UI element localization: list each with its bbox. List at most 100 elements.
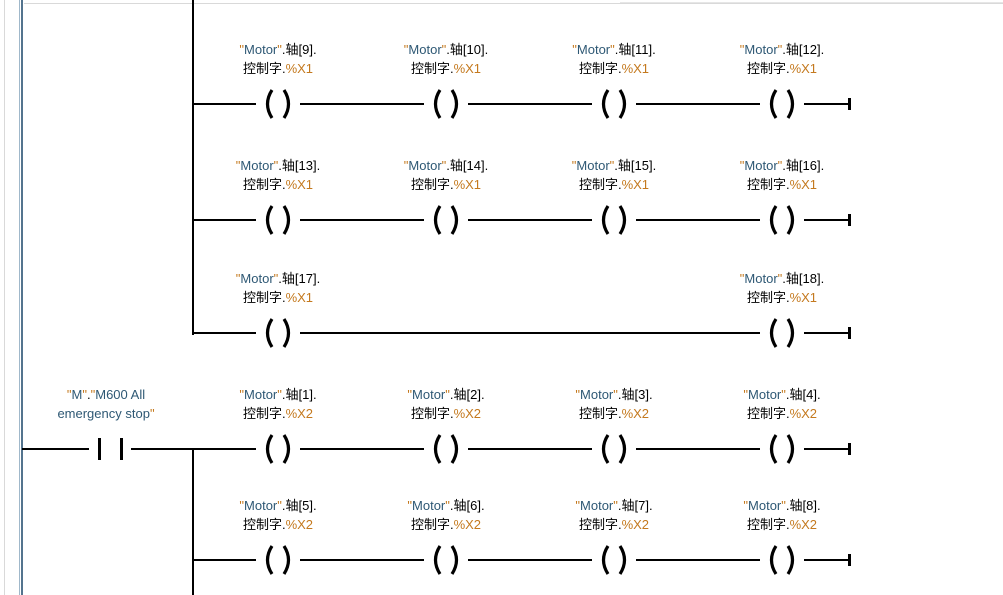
- operand-part: M600 All: [95, 387, 146, 402]
- coil-icon[interactable]: [760, 88, 804, 120]
- operand-label[interactable]: "Motor".轴[5].控制字.%X2: [190, 496, 366, 534]
- coil-icon[interactable]: [256, 317, 300, 349]
- operand-part: 控制字.: [242, 517, 286, 532]
- operand-part: %X2: [621, 517, 650, 532]
- operand-line: "Motor".轴[9].: [190, 40, 366, 59]
- operand-line: "Motor".轴[8].: [694, 496, 870, 515]
- operand-label[interactable]: "Motor".轴[11].控制字.%X1: [526, 40, 702, 78]
- operand-label[interactable]: "Motor".轴[17].控制字.%X1: [190, 269, 366, 307]
- operand-label[interactable]: "Motor".轴[13].控制字.%X1: [190, 156, 366, 194]
- operand-label[interactable]: "Motor".轴[18].控制字.%X1: [694, 269, 870, 307]
- operand-part: %X1: [621, 177, 650, 192]
- operand-part: ": [277, 498, 282, 513]
- operand-part: 控制字.: [746, 517, 790, 532]
- operand-part: ": [575, 387, 581, 402]
- rung-wire[interactable]: [193, 559, 851, 561]
- operand-label[interactable]: "Motor".轴[10].控制字.%X1: [358, 40, 534, 78]
- coil-parentheses: [433, 205, 459, 235]
- coil-parentheses: [433, 434, 459, 464]
- operand-part: Motor: [240, 158, 274, 173]
- rung-wire[interactable]: [193, 103, 851, 105]
- operand-part: Motor: [408, 158, 442, 173]
- operand-part: ": [273, 271, 279, 286]
- coil-icon[interactable]: [424, 204, 468, 236]
- operand-part: 控制字.: [578, 61, 622, 76]
- coil-icon[interactable]: [760, 544, 804, 576]
- operand-part: 控制字.: [746, 406, 790, 421]
- operand-part: 控制字.: [410, 177, 454, 192]
- operand-part: .轴[14].: [446, 158, 489, 173]
- operand-label[interactable]: "Motor".轴[14].控制字.%X1: [358, 156, 534, 194]
- rung-end-tick: [848, 443, 851, 455]
- operand-part: ": [235, 158, 241, 173]
- coil-icon[interactable]: [592, 544, 636, 576]
- operand-part: %X2: [621, 406, 650, 421]
- operand-label[interactable]: "Motor".轴[4].控制字.%X2: [694, 385, 870, 423]
- operand-part: ": [277, 387, 282, 402]
- top-border-line-right: [620, 2, 1003, 3]
- operand-part: Motor: [576, 158, 610, 173]
- coil-icon[interactable]: [592, 204, 636, 236]
- operand-part: ": [239, 42, 245, 57]
- operand-line: 控制字.%X1: [358, 175, 534, 194]
- coil-parentheses: [265, 545, 291, 575]
- operand-label[interactable]: "Motor".轴[2].控制字.%X2: [358, 385, 534, 423]
- operand-label[interactable]: "Motor".轴[6].控制字.%X2: [358, 496, 534, 534]
- operand-label[interactable]: "Motor".轴[16].控制字.%X1: [694, 156, 870, 194]
- rung-wire[interactable]: [193, 219, 851, 221]
- coil-icon[interactable]: [424, 88, 468, 120]
- operand-label[interactable]: "Motor".轴[1].控制字.%X2: [190, 385, 366, 423]
- contact-bar: [98, 438, 101, 460]
- operand-part: .轴[17].: [278, 271, 321, 286]
- branch-wire[interactable]: [192, 0, 194, 335]
- operand-part: %X2: [789, 517, 818, 532]
- rung-wire[interactable]: [193, 332, 851, 334]
- contact-bar: [120, 438, 123, 460]
- operand-part: %X1: [285, 177, 314, 192]
- operand-part: 控制字.: [410, 406, 454, 421]
- operand-part: ": [571, 158, 577, 173]
- operand-part: ": [235, 271, 241, 286]
- coil-icon[interactable]: [424, 433, 468, 465]
- operand-label[interactable]: "Motor".轴[15].控制字.%X1: [526, 156, 702, 194]
- coil-icon[interactable]: [256, 88, 300, 120]
- coil-icon[interactable]: [256, 544, 300, 576]
- coil-icon[interactable]: [760, 317, 804, 349]
- coil-parentheses: [265, 205, 291, 235]
- operand-label[interactable]: "Motor".轴[9].控制字.%X1: [190, 40, 366, 78]
- coil-icon[interactable]: [256, 433, 300, 465]
- operand-part: %X2: [285, 517, 314, 532]
- coil-icon[interactable]: [592, 88, 636, 120]
- operand-line: "Motor".轴[10].: [358, 40, 534, 59]
- operand-part: ": [441, 158, 447, 173]
- coil-icon[interactable]: [760, 204, 804, 236]
- operand-label[interactable]: "Motor".轴[12].控制字.%X1: [694, 40, 870, 78]
- operand-part: .轴[5].: [281, 498, 317, 513]
- operand-part: Motor: [748, 387, 782, 402]
- operand-part: %X1: [621, 61, 650, 76]
- operand-part: Motor: [408, 42, 442, 57]
- operand-label[interactable]: "Motor".轴[7].控制字.%X2: [526, 496, 702, 534]
- no-contact-icon[interactable]: [89, 435, 131, 463]
- operand-line: 控制字.%X2: [358, 515, 534, 534]
- coil-icon[interactable]: [256, 204, 300, 236]
- operand-part: ": [743, 498, 749, 513]
- operand-label[interactable]: "Motor".轴[3].控制字.%X2: [526, 385, 702, 423]
- operand-part: ": [739, 42, 745, 57]
- operand-part: 控制字.: [578, 177, 622, 192]
- operand-label[interactable]: "Motor".轴[8]. 控制字.%X2: [694, 496, 870, 534]
- operand-part: Motor: [580, 498, 614, 513]
- operand-part: %X2: [453, 517, 482, 532]
- operand-line: 控制字.%X2: [526, 515, 702, 534]
- coil-icon[interactable]: [592, 433, 636, 465]
- coil-icon[interactable]: [760, 433, 804, 465]
- operand-part: ": [403, 158, 409, 173]
- branch-wire[interactable]: [192, 448, 194, 595]
- coil-icon[interactable]: [424, 544, 468, 576]
- operand-part: ": [66, 387, 72, 402]
- operand-part: ": [609, 158, 615, 173]
- operand-part: 控制字.: [242, 290, 286, 305]
- operand-line: "Motor".轴[16].: [694, 156, 870, 175]
